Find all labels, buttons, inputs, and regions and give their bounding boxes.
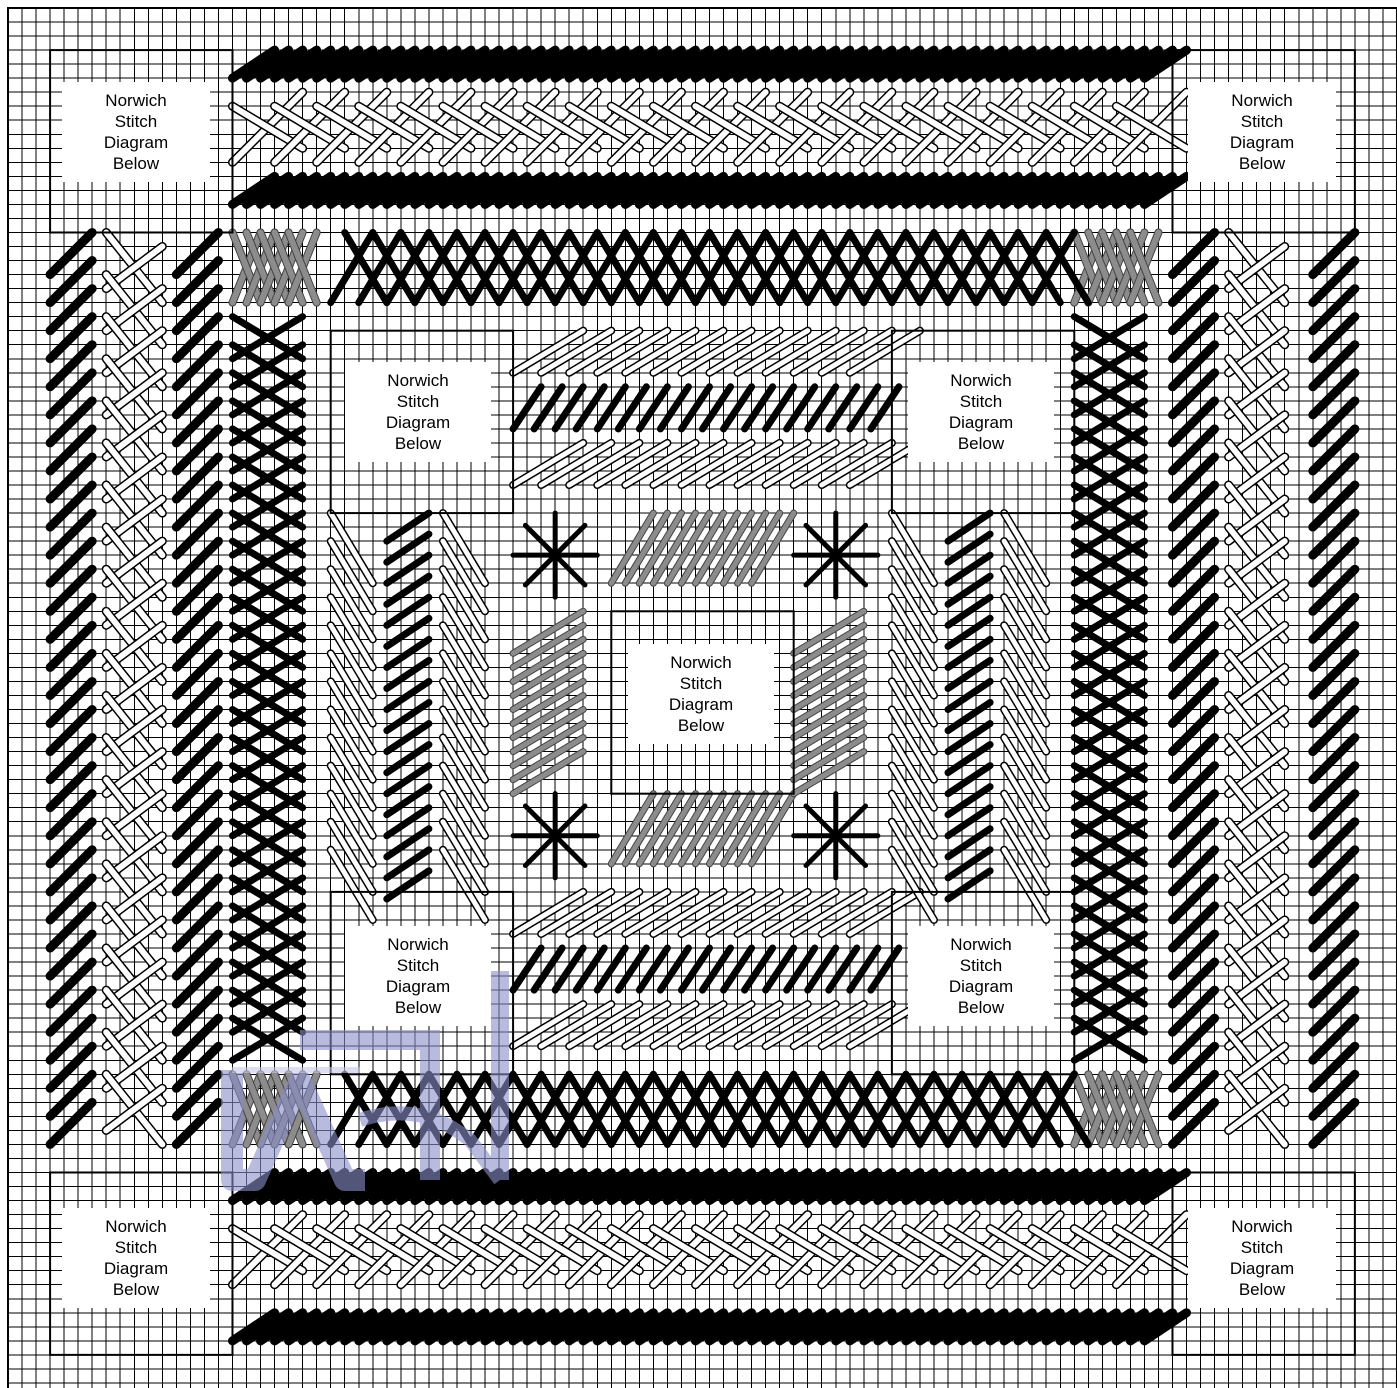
label-line-1: Norwich bbox=[1231, 90, 1292, 111]
label-outer-top-left: Norwich Stitch Diagram Below bbox=[62, 82, 210, 182]
star-stitch bbox=[555, 555, 585, 585]
star-stitch bbox=[525, 806, 555, 836]
star-stitch bbox=[836, 806, 866, 836]
label-line-2: Stitch bbox=[397, 391, 440, 412]
label-line-2: Stitch bbox=[115, 111, 158, 132]
label-line-2: Stitch bbox=[1241, 1237, 1284, 1258]
label-inner-bottom-right: Norwich Stitch Diagram Below bbox=[908, 926, 1054, 1026]
label-line-1: Norwich bbox=[950, 934, 1011, 955]
label-line-3: Diagram bbox=[949, 412, 1013, 433]
label-line-3: Diagram bbox=[949, 976, 1013, 997]
label-line-4: Below bbox=[958, 433, 1004, 454]
label-line-2: Stitch bbox=[960, 955, 1003, 976]
star-stitch bbox=[555, 836, 585, 866]
label-line-2: Stitch bbox=[397, 955, 440, 976]
label-line-4: Below bbox=[958, 997, 1004, 1018]
label-line-1: Norwich bbox=[1231, 1216, 1292, 1237]
label-line-3: Diagram bbox=[1230, 132, 1294, 153]
label-line-2: Stitch bbox=[115, 1237, 158, 1258]
label-line-3: Diagram bbox=[669, 694, 733, 715]
star-stitch bbox=[555, 806, 585, 836]
label-line-4: Below bbox=[395, 997, 441, 1018]
star-stitch bbox=[525, 525, 555, 555]
label-line-4: Below bbox=[1239, 153, 1285, 174]
star-stitch bbox=[555, 525, 585, 555]
label-line-1: Norwich bbox=[105, 1216, 166, 1237]
label-line-2: Stitch bbox=[1241, 111, 1284, 132]
label-outer-top-right: Norwich Stitch Diagram Below bbox=[1188, 82, 1336, 182]
label-line-3: Diagram bbox=[104, 132, 168, 153]
label-inner-bottom-left: Norwich Stitch Diagram Below bbox=[345, 926, 491, 1026]
star-stitch bbox=[806, 806, 836, 836]
star-stitch bbox=[836, 836, 866, 866]
label-outer-bottom-left: Norwich Stitch Diagram Below bbox=[62, 1208, 210, 1308]
label-inner-top-left: Norwich Stitch Diagram Below bbox=[345, 362, 491, 462]
label-line-4: Below bbox=[1239, 1279, 1285, 1300]
label-center: Norwich Stitch Diagram Below bbox=[628, 644, 774, 744]
star-stitch bbox=[525, 555, 555, 585]
label-line-3: Diagram bbox=[104, 1258, 168, 1279]
label-line-3: Diagram bbox=[386, 412, 450, 433]
label-line-1: Norwich bbox=[950, 370, 1011, 391]
star-stitch bbox=[836, 525, 866, 555]
label-line-3: Diagram bbox=[386, 976, 450, 997]
label-line-4: Below bbox=[678, 715, 724, 736]
star-stitch bbox=[806, 836, 836, 866]
label-line-2: Stitch bbox=[680, 673, 723, 694]
star-stitch bbox=[525, 836, 555, 866]
label-line-1: Norwich bbox=[387, 370, 448, 391]
star-stitch bbox=[806, 555, 836, 585]
label-line-2: Stitch bbox=[960, 391, 1003, 412]
label-line-1: Norwich bbox=[387, 934, 448, 955]
star-stitch bbox=[836, 555, 866, 585]
label-inner-top-right: Norwich Stitch Diagram Below bbox=[908, 362, 1054, 462]
star-stitch bbox=[806, 525, 836, 555]
label-line-4: Below bbox=[113, 1279, 159, 1300]
label-line-4: Below bbox=[113, 153, 159, 174]
label-line-1: Norwich bbox=[670, 652, 731, 673]
label-line-1: Norwich bbox=[105, 90, 166, 111]
label-line-4: Below bbox=[395, 433, 441, 454]
label-line-3: Diagram bbox=[1230, 1258, 1294, 1279]
label-outer-bottom-right: Norwich Stitch Diagram Below bbox=[1188, 1208, 1336, 1308]
